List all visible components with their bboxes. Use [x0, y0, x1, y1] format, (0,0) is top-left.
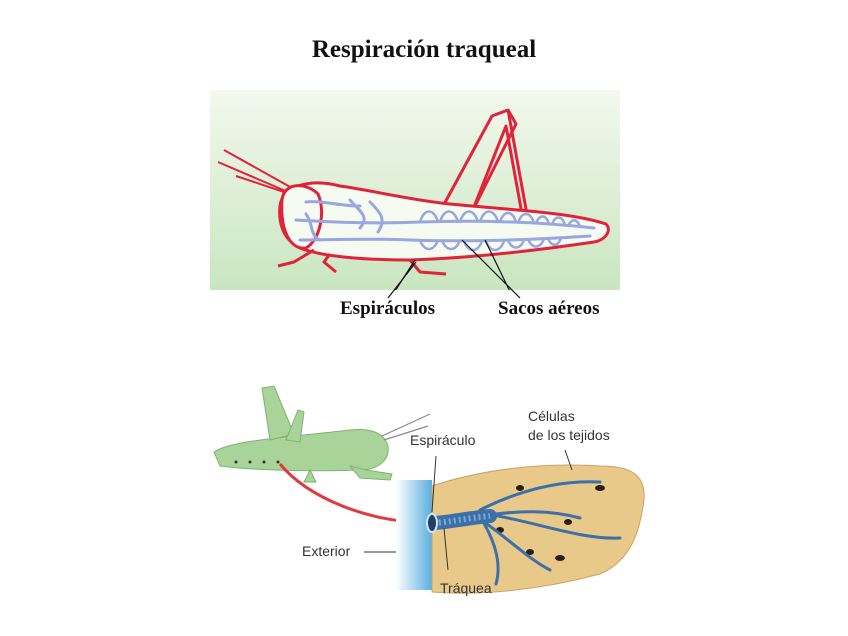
- air-sacs: [418, 210, 582, 252]
- zoom-arrow: [278, 463, 415, 524]
- label-air-sacs: Sacos aéreos: [498, 298, 600, 319]
- tracheal-network: [294, 198, 596, 243]
- page-title: Respiración traqueal: [311, 36, 537, 63]
- label-spiracles: Espiráculos: [340, 298, 436, 319]
- tissue-cells: [496, 485, 605, 561]
- trachea-detail-diagram: [213, 385, 645, 594]
- tissue-region: [431, 464, 645, 594]
- label-cells-line1: Células: [528, 408, 575, 424]
- main-trachea: [427, 509, 497, 530]
- grasshopper-illustration: [213, 385, 393, 483]
- label-exterior: Exterior: [302, 543, 351, 559]
- grasshopper-tracheal-diagram: [210, 90, 620, 290]
- label-cells-line2: de los tejidos: [528, 427, 610, 443]
- exterior-region: [396, 480, 432, 590]
- label-spiracle: Espiráculo: [410, 432, 476, 448]
- hind-leg: [440, 108, 530, 221]
- antennae: [217, 149, 293, 195]
- spiracle-opening: [426, 513, 438, 533]
- label-trachea: Tráquea: [440, 580, 492, 596]
- label-pointer-lines: [364, 449, 573, 571]
- grasshopper-antennae: [381, 413, 431, 441]
- spiracle-dots: [234, 460, 280, 464]
